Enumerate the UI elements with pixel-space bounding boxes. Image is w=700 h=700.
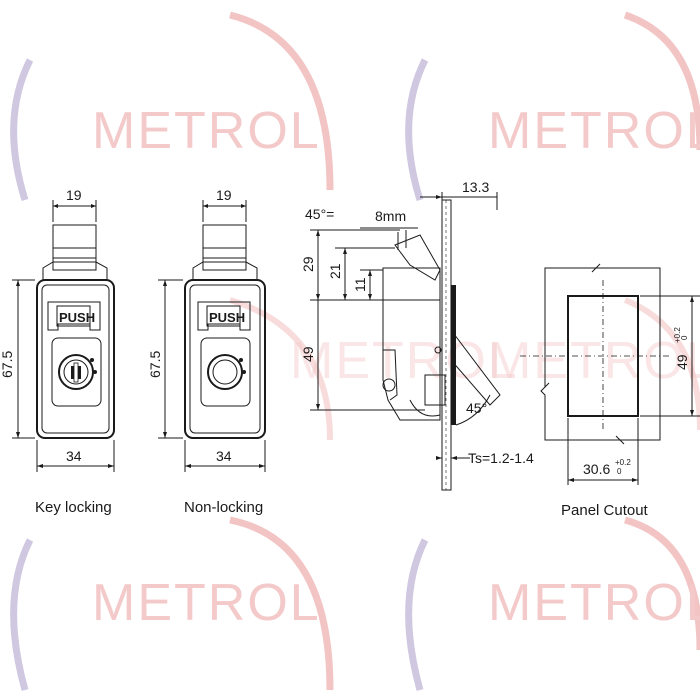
dim-49: 49 bbox=[300, 346, 316, 362]
handle-open bbox=[450, 329, 501, 406]
latch-tongue bbox=[394, 234, 441, 281]
side-view: 13.3 45°= 8mm 29 21 11 49 45° Ts=1. bbox=[300, 179, 534, 491]
dim-angle-bottom: 45° bbox=[466, 400, 487, 416]
push-label: PUSH bbox=[59, 310, 95, 325]
watermark-arc bbox=[405, 58, 429, 202]
dim-cutout-height: 49 bbox=[674, 354, 690, 370]
push-label: PUSH bbox=[209, 310, 245, 325]
watermark-arc bbox=[229, 11, 334, 191]
watermark-text: METROL bbox=[488, 332, 700, 390]
watermark-text: METROL bbox=[488, 574, 700, 632]
dim-cutout-height-tol-upper: +0.2 bbox=[673, 327, 682, 343]
dim-thickness: Ts=1.2-1.4 bbox=[468, 450, 534, 466]
dim-21: 21 bbox=[327, 263, 343, 279]
latch-body bbox=[36, 279, 115, 439]
dim-11: 11 bbox=[352, 277, 368, 292]
dim-height: 67.5 bbox=[0, 351, 15, 378]
dim-8mm: 8mm bbox=[375, 208, 406, 224]
dim-bottom-width: 34 bbox=[66, 448, 82, 464]
watermark-arc bbox=[229, 516, 334, 691]
caption-panel-cutout: Panel Cutout bbox=[561, 502, 649, 519]
watermark-text: METROL bbox=[92, 102, 321, 160]
watermark-layer: METROL METROL METROL METROL METROL METRO… bbox=[10, 11, 700, 691]
caption-key-locking: Key locking bbox=[35, 499, 112, 516]
watermark-arc bbox=[10, 58, 34, 202]
dim-angle-top: 45°= bbox=[305, 206, 334, 222]
dim-bottom-width: 34 bbox=[216, 448, 232, 464]
panel-outline bbox=[540, 263, 661, 445]
watermark-arc bbox=[623, 11, 700, 151]
latch-body bbox=[184, 279, 266, 439]
dim-top-width: 19 bbox=[216, 187, 232, 203]
panel-cutout-view: 49 +0.2 0 30.6 +0.2 0 Panel Cutout bbox=[520, 263, 700, 519]
dim-cutout-width: 30.6 bbox=[583, 461, 610, 477]
watermark-arc bbox=[229, 297, 333, 441]
watermark-arc bbox=[405, 538, 429, 691]
dim-top-width: 19 bbox=[66, 187, 82, 203]
dim-cutout-height-tol-lower: 0 bbox=[680, 335, 689, 340]
dim-cutout-width-tol-lower: 0 bbox=[617, 467, 622, 476]
non-locking-view: PUSH 19 67.5 34 Non-locking bbox=[147, 187, 266, 516]
watermark-text: METROL bbox=[488, 102, 700, 160]
dim-height: 67.5 bbox=[147, 351, 163, 378]
dim-29: 29 bbox=[300, 256, 316, 272]
watermark-text: METROL bbox=[290, 332, 519, 390]
key-locking-view: PUSH 19 67.5 34 Key locking bbox=[0, 187, 115, 516]
dim-13-3: 13.3 bbox=[462, 179, 489, 195]
latch-profile bbox=[382, 267, 441, 421]
watermark-text: METROL bbox=[92, 574, 321, 632]
watermark-arc bbox=[10, 538, 34, 691]
caption-non-locking: Non-locking bbox=[184, 499, 263, 516]
dim-cutout-width-tol-upper: +0.2 bbox=[615, 458, 631, 467]
watermark-arc bbox=[623, 297, 700, 431]
watermark-arc bbox=[624, 516, 700, 651]
